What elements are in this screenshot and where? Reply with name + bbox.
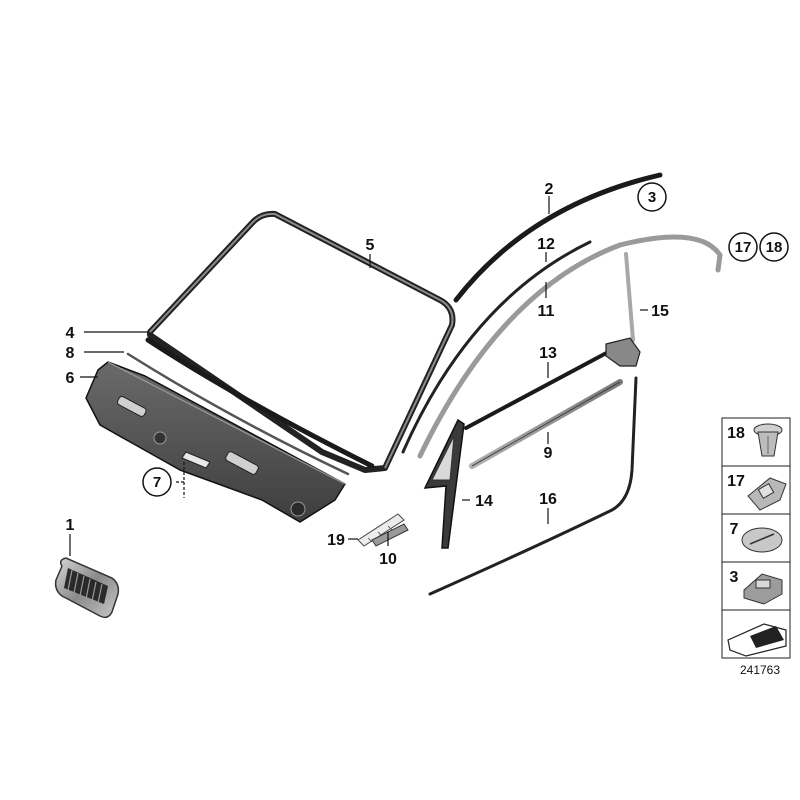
windshield-seal [147, 210, 456, 473]
small-parts-legend: 18 17 7 3 [721, 417, 791, 659]
trim-strip-8 [126, 352, 350, 476]
push-clip-icon [753, 423, 783, 457]
callout-circle-18 [759, 232, 789, 262]
cap-icon [741, 527, 783, 553]
callout-11: 11 [538, 303, 555, 320]
callout-2: 2 [545, 181, 554, 198]
callout-circle-17 [728, 232, 758, 262]
kidney-grille [54, 557, 120, 619]
legend-label-7: 7 [730, 521, 739, 538]
callout-14: 14 [475, 493, 493, 510]
pillar-trim-11 [417, 234, 723, 459]
legend-label-18: 18 [727, 425, 745, 442]
callout-16: 16 [539, 491, 557, 508]
diagram-id: 241763 [740, 663, 780, 677]
callout-19: 19 [327, 532, 345, 549]
belt-strip-13 [464, 337, 641, 430]
callout-circle-7 [142, 467, 172, 497]
pillar-trim-12 [401, 240, 592, 454]
seal-strip-4 [145, 337, 375, 469]
callout-7: 7 [153, 474, 161, 491]
wedge-arrow-icon [727, 623, 787, 657]
bracket-10 [371, 523, 409, 547]
callout-18: 18 [766, 239, 783, 256]
clip-icon [743, 573, 783, 605]
callout-9: 9 [544, 445, 553, 462]
callout-12: 12 [537, 236, 555, 253]
legend-label-17: 17 [727, 473, 745, 490]
bracket-clip-icon [747, 477, 787, 511]
leader-lines [69, 196, 648, 556]
callout-8: 8 [66, 345, 75, 362]
callout-6: 6 [66, 370, 75, 387]
legend-label-3: 3 [730, 569, 739, 586]
callout-4: 4 [66, 325, 75, 342]
b-pillar-strip-15 [624, 252, 635, 342]
callout-5: 5 [366, 237, 375, 254]
callout-13: 13 [539, 345, 557, 362]
callout-17: 17 [735, 239, 752, 256]
callout-15: 15 [651, 303, 669, 320]
door-seal-16 [428, 376, 638, 596]
callout-1: 1 [66, 517, 75, 534]
corner-trim-14 [423, 418, 465, 549]
callout-10: 10 [379, 551, 397, 568]
roof-molding-2 [453, 172, 663, 303]
cowl-panel [85, 361, 346, 523]
callout-circle-3 [637, 182, 667, 212]
callout-3: 3 [648, 189, 656, 206]
callout-labels: 1 2 4 5 6 8 9 10 11 12 13 14 15 16 19 3 … [66, 181, 789, 568]
